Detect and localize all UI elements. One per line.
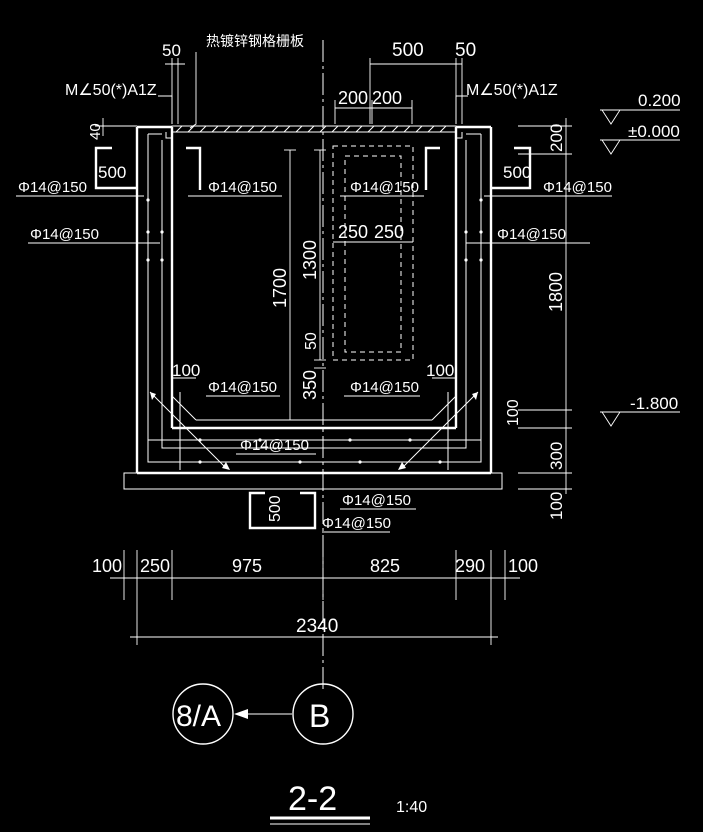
- dim-250-b: 250: [374, 222, 404, 242]
- bottom-dim-total: 2340: [296, 616, 338, 637]
- right-dimensions: [518, 109, 680, 494]
- dim-50-inner: 50: [303, 332, 320, 350]
- dim-200-b: 200: [372, 88, 402, 108]
- bottom-dim-100-l: 100: [92, 556, 122, 576]
- bottom-dim-975: 975: [232, 556, 262, 576]
- leader-lines: [16, 52, 612, 533]
- elev-top: 0.200: [638, 91, 681, 110]
- rebar-slab-below-1: Φ14@150: [342, 492, 411, 509]
- section-scale: 1:40: [396, 799, 427, 816]
- dim-1700: 1700: [270, 268, 290, 308]
- right-dim-100: 100: [505, 399, 522, 426]
- axis-circle-b: [292, 683, 354, 745]
- dashed-pit-inner: [344, 155, 402, 353]
- angle-right: [456, 132, 463, 139]
- rebar-left-inner-1: Φ14@150: [208, 179, 277, 196]
- elev-ground: ±0.000: [628, 122, 680, 141]
- base-pad: [123, 472, 503, 490]
- rebar-right-outer-1: Φ14@150: [543, 179, 612, 196]
- elev-bottom: -1.800: [630, 394, 678, 413]
- dim-100-left-inner: 100: [172, 361, 200, 380]
- hook-500-right: 500: [503, 163, 531, 182]
- angle-label-left: M∠50(*)A1Z: [65, 82, 157, 99]
- rebar-center-top: Φ14@150: [350, 179, 419, 196]
- bottom-dim-100-r: 100: [508, 556, 538, 576]
- hook-500-bottom: 500: [267, 495, 284, 522]
- haunch-bars: [149, 391, 479, 470]
- rebar-left-outer-2: Φ14@150: [30, 226, 99, 243]
- dim-100-right-inner: 100: [426, 361, 454, 380]
- bottom-dimensions: [110, 550, 520, 645]
- rebar-dots: [146, 198, 483, 464]
- hook-bars: [94, 146, 532, 530]
- ref-arrow-head: [234, 709, 248, 719]
- right-dim-1800: 1800: [546, 272, 566, 312]
- dim-350: 350: [300, 370, 320, 400]
- section-title: 2-2: [288, 780, 337, 818]
- angle-label-right: M∠50(*)A1Z: [466, 82, 558, 99]
- right-dim-300: 300: [547, 442, 566, 470]
- hook-500-left: 500: [98, 163, 126, 182]
- dim-40: 40: [87, 123, 104, 140]
- rebar-right-outer-2: Φ14@150: [497, 226, 566, 243]
- bottom-dim-290: 290: [455, 556, 485, 576]
- detail-ref-circle: [172, 683, 234, 745]
- dim-50-right: 50: [455, 40, 476, 61]
- right-dim-200: 200: [547, 124, 566, 152]
- angle-left: [165, 132, 172, 139]
- tank-outline: [135, 125, 493, 475]
- detail-ref-label: 8/A: [176, 700, 221, 733]
- grating-hatch: [175, 125, 447, 133]
- bottom-dim-825: 825: [370, 556, 400, 576]
- dim-500-top: 500: [392, 40, 424, 61]
- top-dimensions: [95, 58, 463, 136]
- dashed-pit-outer: [332, 145, 414, 361]
- inner-dimensions: [172, 149, 456, 421]
- dim-200-a: 200: [338, 88, 368, 108]
- grating-label: 热镀锌钢格栅板: [206, 33, 304, 49]
- right-dim-100-base: 100: [547, 492, 566, 520]
- rebar-bottom-left: Φ14@150: [208, 379, 277, 396]
- rebar-bottom-right: Φ14@150: [350, 379, 419, 396]
- dim-1300: 1300: [300, 240, 320, 280]
- axis-b-label: B: [309, 698, 330, 734]
- dim-50-left: 50: [162, 41, 181, 60]
- dim-250-a: 250: [338, 222, 368, 242]
- rebar-slab-below-2: Φ14@150: [322, 515, 391, 532]
- rebar-slab-center: Φ14@150: [240, 437, 309, 454]
- bottom-dim-250: 250: [140, 556, 170, 576]
- rebar-left-outer-1: Φ14@150: [18, 179, 87, 196]
- wall-rebar: [147, 133, 482, 463]
